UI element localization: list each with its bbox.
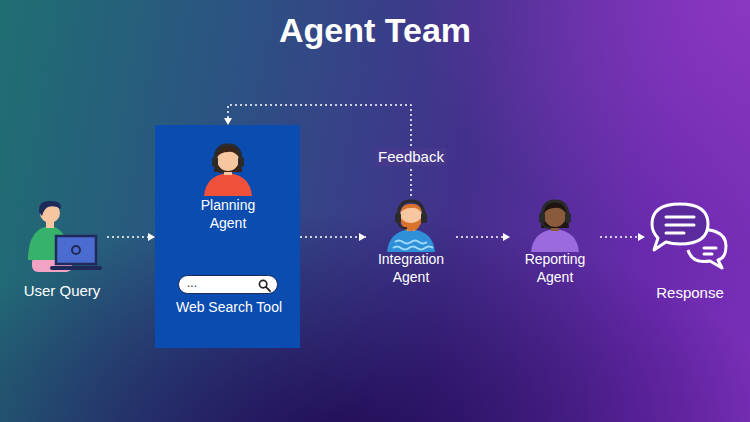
connector [600,233,645,241]
search-bar: ...Web Search Tool [178,275,278,294]
arrowhead [148,233,155,241]
connector-line [300,236,366,238]
user-figure: User Query [17,198,107,300]
arrowhead [359,233,366,241]
connector [300,233,366,241]
agent-figure: Integration Agent [366,196,456,286]
diagram-title: Agent Team [0,8,750,52]
agent-figure: Planning Agent [183,140,273,232]
node-label: Response [645,284,735,302]
connector-line [456,236,510,238]
connector [107,233,155,241]
node-label: ... [179,276,277,289]
arrowhead [638,233,645,241]
agent-group-panel: Planning Agent...Web Search Tool [155,125,300,348]
edge-label: Feedback [375,148,447,166]
agent-icon [381,196,441,252]
agent-icon [198,140,258,196]
agent-icon [525,196,585,252]
node-label: Integration Agent [366,250,456,286]
response-icon [648,200,732,270]
user-icon [22,198,102,276]
agent-figure: Reporting Agent [510,196,600,286]
node-label: Reporting Agent [510,250,600,286]
node-label: Web Search Tool [159,298,299,316]
connector-line [107,236,155,238]
connector [456,233,510,241]
arrowhead [503,233,510,241]
response-figure: Response [645,200,735,302]
node-label: User Query [17,282,107,300]
arrowhead [224,118,232,125]
search-icon [258,279,271,292]
node-label: Planning Agent [183,196,273,232]
